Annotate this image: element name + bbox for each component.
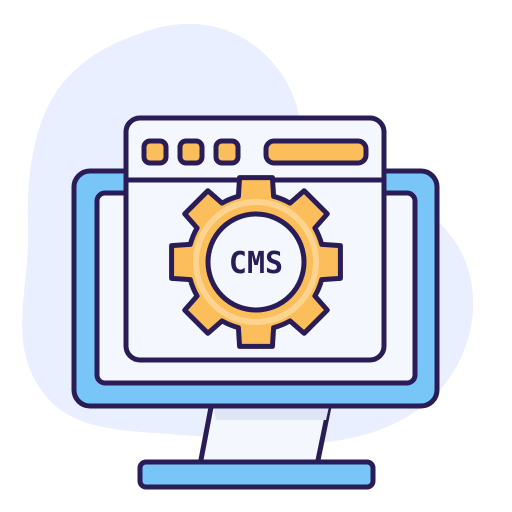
window-dot-2-icon [177, 138, 205, 166]
window-dot-3-icon [213, 138, 241, 166]
gear-highlight [193, 199, 319, 325]
window-dot-1-icon [141, 138, 169, 166]
monitor-stand-base [137, 459, 376, 490]
gear-center [205, 211, 307, 313]
gear-label: CMS [229, 246, 283, 281]
address-bar [263, 138, 369, 166]
